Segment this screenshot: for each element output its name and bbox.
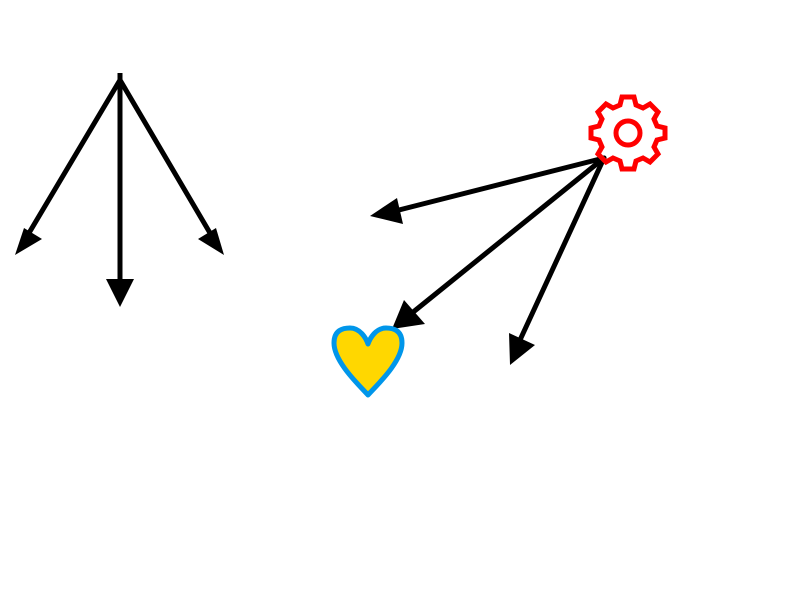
right-arrow-fan bbox=[370, 155, 607, 365]
left-fan-arrow-right bbox=[117, 77, 224, 255]
right-fan-arrow-to-heart bbox=[392, 155, 607, 329]
left-arrow-fan bbox=[15, 73, 224, 307]
left-fan-arrow-left bbox=[15, 77, 123, 255]
heart-icon bbox=[331, 325, 405, 398]
gear-icon bbox=[588, 94, 668, 172]
right-fan-arrow-down bbox=[509, 155, 607, 365]
left-fan-arrow-down bbox=[106, 77, 134, 307]
right-fan-arrow-left bbox=[370, 155, 607, 224]
